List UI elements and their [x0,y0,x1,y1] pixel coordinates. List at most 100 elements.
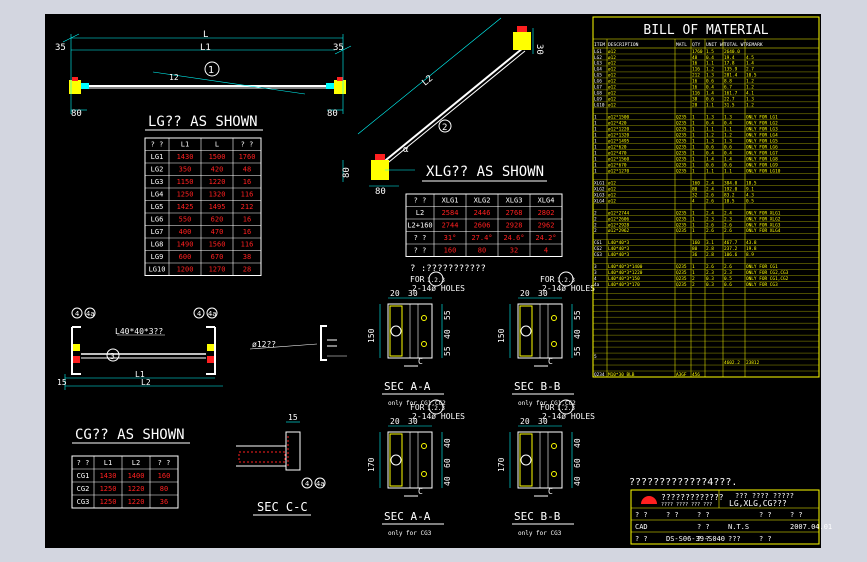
bom-cell: ø12 [608,61,616,67]
bom-cell: 2 [594,222,597,228]
lg-cell: 600 [179,253,192,261]
drawing-sheet: 1 L L1 35 35 80 80 12 LG?? AS SHOWN ? ?L… [45,14,832,548]
lg-cell: 1200 [177,266,194,274]
bom-cell: LG10 [594,103,605,109]
bom-cell: 2 [692,282,695,288]
bom-cell: ONLY FOR CG1,CG2 [746,276,789,282]
bom-cell: 1 [692,115,695,121]
xlg-title: XLG?? AS SHOWN [426,164,544,180]
holes-label: 2-14ø HOLES [412,284,465,293]
bom-cell: Q235 [676,216,687,222]
dim-a: 55 [573,310,582,320]
bom-cell: 0.6 [724,144,732,150]
lg-cell: LG5 [151,203,164,211]
for-label: FOR [410,275,425,284]
lg-cell: LG9 [151,253,164,261]
bom-cell: 4a [594,282,600,288]
lg-header: L1 [181,141,189,149]
bom-cell: 116 [692,67,700,73]
bom-cell: 1 [692,216,695,222]
lg-cell: 1150 [177,178,194,186]
bom-cell: 2.8 [706,252,714,258]
titleblock-cell: ? ? [790,511,803,519]
section-title: SEC B-B [514,380,561,393]
title-block: ?????????????4???. ????????????? ???? ??… [629,477,832,545]
bom-cell: ONLY FOR LG9 [746,162,778,168]
bom-cell: 2.3 [724,216,732,222]
titleblock-cell: ??? [728,535,741,543]
cg-cell: CG2 [77,485,90,493]
bom-cell: 1.4 [706,156,714,162]
titleblock-cell: CAD [635,523,648,531]
cg-cell: 1220 [128,498,145,506]
bom-cell: 2.3 [706,270,714,276]
cg-header: L1 [104,459,112,467]
lg-cell: 38 [243,253,251,261]
lg-cell: 670 [211,253,224,261]
bom-cell: 1 [692,162,695,168]
company-logo [641,496,657,504]
rod-label: ø12?? [252,340,276,349]
bom-cell: L40*40*3 [608,240,630,246]
bom-cell: ø12*420 [608,121,627,127]
bom-cell: LG9 [594,97,602,103]
titleblock-cell: ? ? [759,511,772,519]
xlg-note: ? :??????????? [410,264,486,274]
bom-cell: Q235 [676,264,687,270]
bom-cell: 2.3 [706,216,714,222]
titleblock-cell: ? ? [697,535,710,543]
titleblock-cell: ? ? [697,523,710,531]
dim-height: 150 [367,328,376,343]
xlg-bar-elevation: 2 L2 α 30 80 80 [342,17,544,197]
bom-cell: 1 [594,162,597,168]
bom-cell: 0.3 [706,276,714,282]
lg-cell: 1760 [239,153,256,161]
bom-cell: 384.0 [724,180,738,186]
bom-cell: 2.3 [724,270,732,276]
dim-b: 60 [443,458,452,468]
bom-cell: 0.6 [706,162,714,168]
dim-12: 12 [169,73,179,82]
section-title: SEC A-A [384,510,431,523]
bom-cell: ø12*1495 [608,139,630,145]
lg-cell: LG1 [151,153,164,161]
bom-cell: 1 [594,144,597,150]
bom-cell: CG1 [594,240,602,246]
xlg-header: XLG4 [538,197,555,205]
bom-cell: 17.8 [724,61,735,67]
section-note: only for CG1,CG2 [518,400,576,407]
dim-a: 40 [443,438,452,448]
xlg-cell: 2584 [442,209,459,217]
lg-cell: 1320 [209,191,226,199]
bom-cell: 2 [594,228,597,234]
bom-cell: Q235 [676,228,687,234]
bom-cell: 2640.0 [724,49,740,55]
bom-cell: 106.6 [724,252,738,258]
lg-header: L [215,141,219,149]
bom-cell: 28 [692,103,698,109]
bom-header: UNIT WT [706,42,726,48]
bom-cell: Q235 [676,276,687,282]
cg-title: CG?? AS SHOWN [75,427,185,443]
lg-cell: 1495 [209,203,226,211]
dim-30: 30 [534,44,544,55]
bom-cell: ø12 [608,49,616,55]
bom-cell: Q235 [676,121,687,127]
xlg-cell: 80 [478,247,486,255]
lg-header: ? ? [151,141,164,149]
for-label: FOR [540,275,555,284]
xlg-header: ? ? [414,197,427,205]
bom-cell: L40*40*3*1220 [608,270,643,276]
bom-cell: 5 [594,354,597,360]
bom-cell: 1.3 [706,139,714,145]
holes-label: 2-14ø HOLES [412,412,465,421]
bom-cell: ø12 [608,97,616,103]
lg-cell: LG2 [151,166,164,174]
bom-cell: 2.4 [706,186,714,192]
bom-cell: 2.6 [706,192,714,198]
lg-cell: 1220 [209,178,226,186]
dim-80-left: 80 [71,109,82,119]
section-note: only for CG3 [388,530,432,537]
